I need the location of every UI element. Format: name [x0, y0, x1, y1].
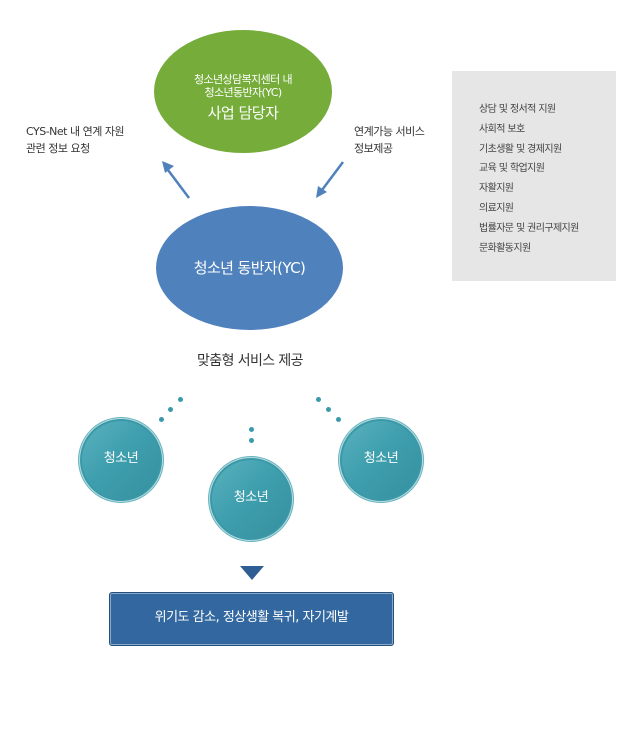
top-node-line1: 청소년상담복지센터 내 — [193, 73, 293, 86]
top-node-title: 사업 담당자 — [207, 104, 279, 122]
youth-node-left: 청소년 — [79, 418, 163, 502]
arrow-down-left-icon — [316, 161, 344, 198]
info-request-line2: 관련 정보 요청 — [26, 142, 90, 155]
service-item: 기초생활 및 경제지원 — [479, 143, 562, 155]
connector-dot — [316, 397, 321, 402]
center-node-label: 청소년 동반자(YC) — [193, 259, 306, 277]
yc-program-manager-node: 청소년상담복지센터 내 청소년동반자(YC) 사업 담당자 — [154, 30, 332, 153]
connector-dot — [178, 397, 183, 402]
info-request-line1: CYS-Net 내 연계 자원 — [26, 125, 125, 138]
youth-node-label: 청소년 — [233, 490, 269, 505]
outcome-box: 위기도 감소, 정상생활 복귀, 자기계발 — [109, 592, 394, 646]
info-provide-label: 연계가능 서비스 정보제공 — [354, 123, 425, 157]
connector-dot — [168, 407, 173, 412]
linked-services-box: 상담 및 정서적 지원 사회적 보호 기초생활 및 경제지원 교육 및 학업지원… — [452, 71, 616, 281]
youth-node-right: 청소년 — [339, 418, 423, 502]
services-list: 상담 및 정서적 지원 사회적 보호 기초생활 및 경제지원 교육 및 학업지원… — [479, 100, 579, 258]
service-item: 문화활동지원 — [479, 242, 531, 254]
down-triangle-icon — [240, 566, 264, 580]
service-item: 상담 및 정서적 지원 — [479, 104, 556, 115]
info-provide-line2: 정보제공 — [354, 142, 393, 155]
connector-dot — [336, 417, 341, 422]
connector-dot — [249, 438, 254, 443]
youth-companion-node: 청소년 동반자(YC) — [156, 206, 343, 330]
connector-dot — [249, 427, 254, 432]
youth-node-label: 청소년 — [363, 451, 399, 466]
top-node-line2: 청소년동반자(YC) — [204, 86, 282, 99]
info-request-label: CYS-Net 내 연계 자원 관련 정보 요청 — [26, 123, 125, 157]
service-item: 사회적 보호 — [479, 123, 525, 135]
youth-node-label: 청소년 — [103, 451, 139, 466]
outcome-label: 위기도 감소, 정상생활 복귀, 자기계발 — [154, 610, 349, 625]
arrow-up-left-icon — [162, 161, 190, 199]
service-item: 법률자문 및 권리구제지원 — [479, 222, 579, 234]
connector-dot — [159, 417, 164, 422]
service-item: 자활지원 — [479, 183, 514, 195]
customized-service-caption: 맞춤형 서비스 제공 — [197, 353, 304, 369]
service-item: 교육 및 학업지원 — [479, 163, 545, 175]
info-provide-line1: 연계가능 서비스 — [354, 125, 425, 138]
connector-dot — [326, 407, 331, 412]
youth-node-center: 청소년 — [209, 457, 293, 541]
service-item: 의료지원 — [479, 202, 514, 214]
